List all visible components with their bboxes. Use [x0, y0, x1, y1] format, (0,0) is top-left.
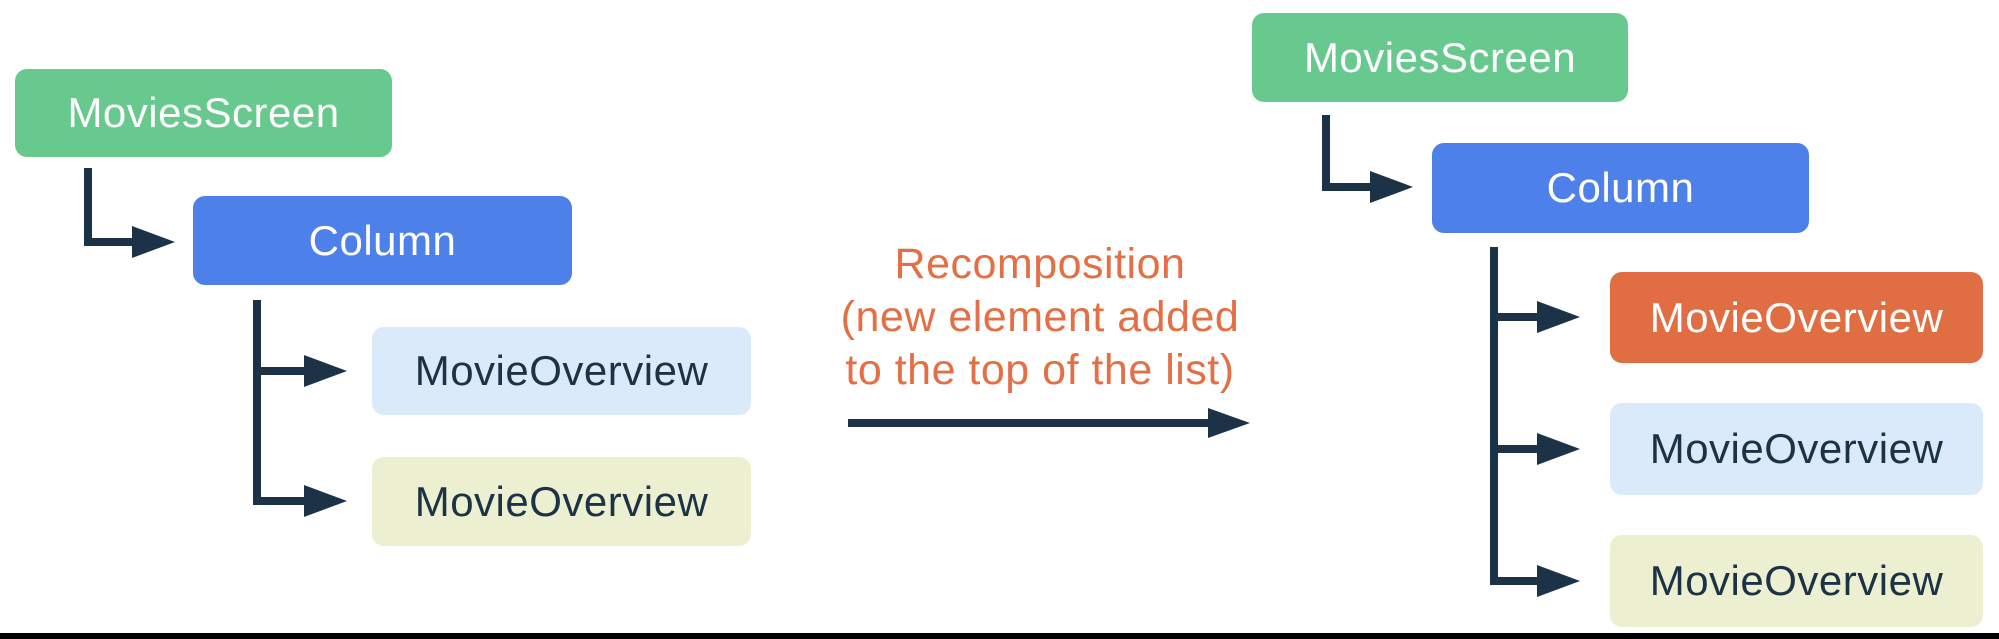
- bottom-rule: [0, 633, 1999, 639]
- right-tree-movie-overview-node-new: MovieOverview: [1610, 272, 1983, 363]
- right-tree-column-node: Column: [1432, 143, 1809, 233]
- caption-line-3: to the top of the list): [845, 346, 1235, 394]
- right-root-connector-vertical-line: [1322, 115, 1330, 191]
- right-tree-column-label: Column: [1546, 164, 1695, 211]
- arrowhead-icon: [132, 226, 175, 258]
- right-column-connector-branch-line: [1490, 313, 1537, 321]
- left-column-connector-branch-line: [253, 497, 304, 505]
- right-column-connector-branch-line: [1490, 577, 1537, 585]
- caption-line-1: Recomposition: [894, 240, 1186, 288]
- right-tree-movie-overview-label-3: MovieOverview: [1649, 557, 1944, 604]
- left-tree-column-label: Column: [308, 216, 457, 264]
- right-column-connector-branch-line: [1490, 445, 1537, 453]
- left-tree-movie-overview-label-2: MovieOverview: [414, 477, 709, 525]
- right-tree-movie-overview-node-2: MovieOverview: [1610, 403, 1983, 495]
- left-tree-root-label: MoviesScreen: [67, 89, 340, 136]
- arrowhead-icon: [1537, 565, 1580, 597]
- caption-line-2: (new element added: [840, 293, 1240, 341]
- left-root-connector-horizontal-line: [84, 238, 132, 246]
- arrowhead-icon: [1537, 301, 1580, 333]
- recomposition-caption: Recomposition (new element added to the …: [790, 238, 1290, 397]
- left-tree-column-node: Column: [193, 196, 572, 285]
- arrowhead-icon: [304, 485, 347, 517]
- right-tree-movie-overview-node-3: MovieOverview: [1610, 535, 1983, 627]
- arrowhead-icon: [1370, 171, 1413, 203]
- left-column-connector-vertical-line: [253, 300, 261, 505]
- right-tree-movie-overview-label-new: MovieOverview: [1649, 293, 1944, 341]
- arrowhead-icon: [304, 355, 347, 387]
- left-tree-root-node: MoviesScreen: [15, 69, 392, 157]
- recomposition-arrowhead-icon: [1208, 408, 1250, 438]
- left-tree-movie-overview-node-1: MovieOverview: [372, 327, 751, 415]
- right-root-connector-horizontal-line: [1322, 183, 1370, 191]
- left-column-connector-branch-line: [253, 367, 304, 375]
- right-column-connector-vertical-line: [1490, 247, 1498, 585]
- right-tree-root-label: MoviesScreen: [1303, 33, 1577, 81]
- recomposition-arrow-shaft: [848, 419, 1210, 427]
- left-tree-movie-overview-node-2: MovieOverview: [372, 457, 751, 546]
- left-root-connector-vertical-line: [84, 168, 92, 246]
- right-tree-root-node: MoviesScreen: [1252, 13, 1628, 102]
- left-tree-movie-overview-label-1: MovieOverview: [414, 347, 709, 394]
- right-tree-movie-overview-label-2: MovieOverview: [1649, 425, 1944, 472]
- arrowhead-icon: [1537, 433, 1580, 465]
